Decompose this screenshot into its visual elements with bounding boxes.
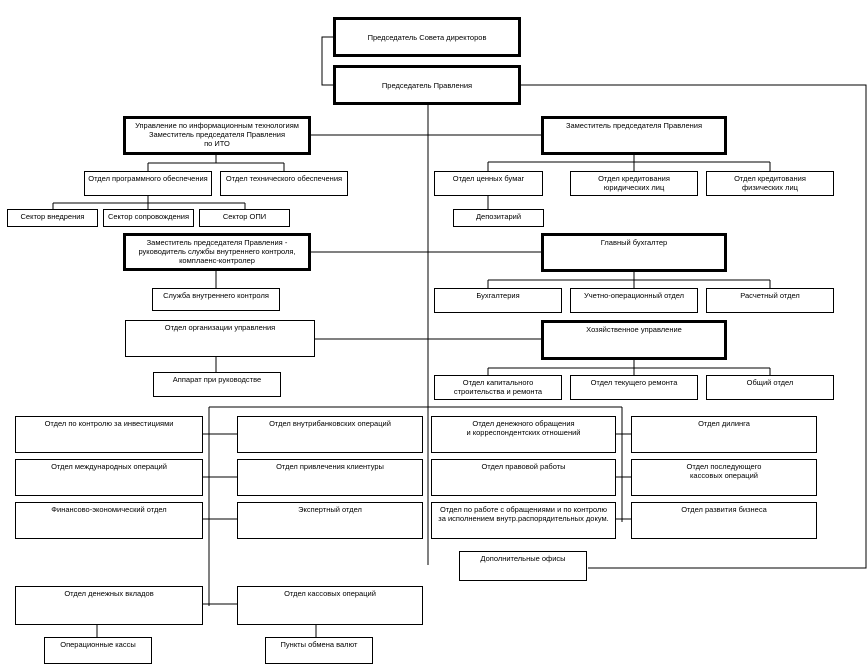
operating-cash-desks-box: Операционные кассы [44,637,152,664]
investment-control-dept-box: Отдел по контролю за инвестициями [15,416,203,453]
additional-offices-box: Дополнительные офисы [459,551,587,581]
deputy-chairman-box: Заместитель председателя Правления [541,116,727,155]
accounting-box: Бухгалтерия [434,288,562,313]
settlement-dept-box: Расчетный отдел [706,288,834,313]
business-development-dept-box: Отдел развития бизнеса [631,502,817,539]
hardware-dept-box: Отдел технического обеспечения [220,171,348,196]
economic-management-box: Хозяйственное управление [541,320,727,360]
support-sector-box: Сектор сопровождения [103,209,194,227]
software-dept-box: Отдел программного обеспечения [84,171,212,196]
implementation-sector-box: Сектор внедрения [7,209,98,227]
currency-exchange-points-box: Пункты обмена валют [265,637,373,664]
management-org-dept-box: Отдел организации управления [125,320,315,357]
legal-credit-dept-box: Отдел кредитования юридических лиц [570,171,698,196]
capital-construction-dept-box: Отдел капитального строительства и ремон… [434,375,562,400]
interbank-dept-box: Отдел внутрибанковских операций [237,416,423,453]
general-dept-box: Общий отдел [706,375,834,400]
client-attraction-dept-box: Отдел привлечения клиентуры [237,459,423,496]
it-management-box: Управление по информационным технологиям… [123,116,311,155]
dealing-dept-box: Отдел дилинга [631,416,817,453]
cash-operations-dept-box: Отдел кассовых операций [237,586,423,625]
depository-box: Депозитарий [453,209,544,227]
current-repair-dept-box: Отдел текущего ремонта [570,375,698,400]
cash-deposits-dept-box: Отдел денежных вкладов [15,586,203,625]
legal-dept-box: Отдел правовой работы [431,459,616,496]
chairman-office-box: Аппарат при руководстве [153,372,281,397]
internal-control-service-box: Служба внутреннего контроля [152,288,280,311]
chairman-management-box: Председатель Правления [333,65,521,105]
securities-dept-box: Отдел ценных бумаг [434,171,543,196]
international-dept-box: Отдел международных операций [15,459,203,496]
sector-opi-box: Сектор ОПИ [199,209,290,227]
chief-accountant-box: Главный бухгалтер [541,233,727,272]
cash-followup-dept-box: Отдел последующего кассовых операций [631,459,817,496]
correspondent-dept-box: Отдел денежного обращения и корреспонден… [431,416,616,453]
appeals-control-dept-box: Отдел по работе с обращениями и по контр… [431,502,616,539]
internal-control-deputy-box: Заместитель председателя Правления - рук… [123,233,311,271]
accounting-operations-dept-box: Учетно-операционный отдел [570,288,698,313]
individual-credit-dept-box: Отдел кредитования физических лиц [706,171,834,196]
financial-economic-dept-box: Финансово-экономический отдел [15,502,203,539]
chairman-board-box: Председатель Совета директоров [333,17,521,57]
expert-dept-box: Экспертный отдел [237,502,423,539]
